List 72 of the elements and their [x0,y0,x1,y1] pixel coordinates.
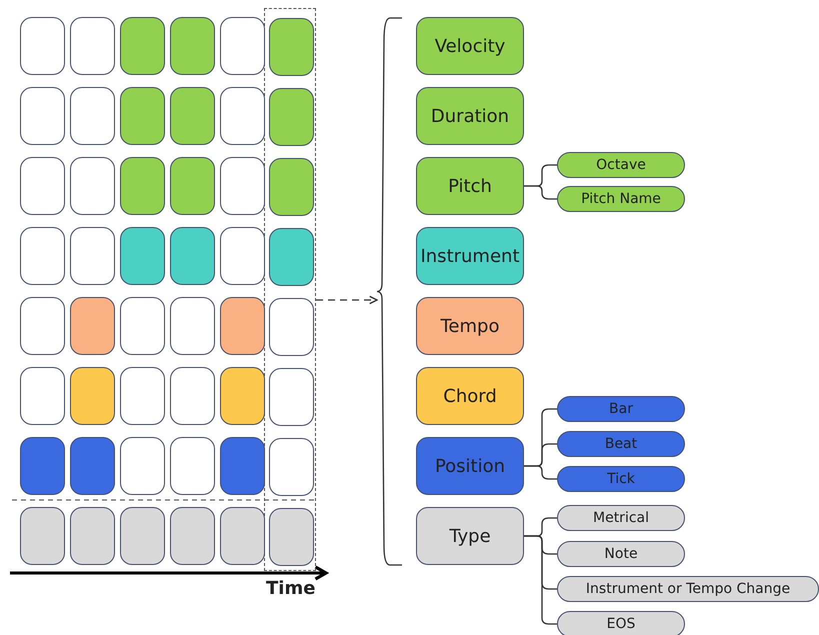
token-slot [70,87,115,145]
token-type-box: Type [416,507,524,565]
token-slot [220,297,265,355]
token-slot [20,437,65,495]
token-slot [170,157,215,215]
token-slot [120,227,165,285]
token-slot [70,507,115,565]
token-slot [269,368,314,426]
token-slot [170,507,215,565]
token-slot [20,87,65,145]
token-slot [269,438,314,496]
token-subtype-box: Instrument or Tempo Change [557,576,819,602]
token-slot [220,227,265,285]
token-type-box: Chord [416,367,524,425]
token-slot [220,367,265,425]
token-subtype-box: Bar [557,396,685,422]
token-slot [70,227,115,285]
token-slot [20,297,65,355]
token-slot [170,87,215,145]
token-slot [20,507,65,565]
token-slot [120,437,165,495]
token-slot [120,367,165,425]
token-slot [220,437,265,495]
brace-connector [524,465,557,480]
brace-connector [316,296,378,304]
token-slot [120,87,165,145]
token-slot [70,437,115,495]
token-slot [170,437,215,495]
axis-label: Time [266,578,316,599]
token-slot [269,508,314,566]
token-type-box: Pitch [416,157,524,215]
token-subtype-box: Tick [557,466,685,492]
token-slot [20,17,65,75]
column-frame [264,8,316,571]
token-slot [20,227,65,285]
token-slot [70,17,115,75]
token-subtype-box: Metrical [557,505,685,531]
token-slot [70,297,115,355]
token-subtype-box: Note [557,541,685,567]
token-slot [120,17,165,75]
token-subtype-box: Beat [557,431,685,457]
curly-brace [377,17,402,566]
token-slot [220,17,265,75]
token-slot [20,157,65,215]
token-type-box: Tempo [416,297,524,355]
token-slot [170,227,215,285]
token-slot [269,228,314,286]
token-slot [269,158,314,216]
brace-connector [524,185,557,200]
token-slot [120,507,165,565]
token-type-box: Duration [416,87,524,145]
token-slot [269,18,314,76]
token-slot [269,298,314,356]
token-slot [70,367,115,425]
token-slot [70,157,115,215]
brace-connector [524,535,557,625]
token-slot [170,297,215,355]
token-subtype-box: EOS [557,611,685,635]
token-slot [120,297,165,355]
token-slot [20,367,65,425]
token-slot [220,157,265,215]
token-type-box: Position [416,437,524,495]
token-slot [269,88,314,146]
token-slot [220,87,265,145]
token-slot [170,17,215,75]
token-slot [170,367,215,425]
token-subtype-box: Octave [557,152,685,178]
token-slot [220,507,265,565]
token-slot [120,157,165,215]
token-subtype-box: Pitch Name [557,186,685,212]
token-type-box: Velocity [416,17,524,75]
token-type-box: Instrument [416,227,524,285]
